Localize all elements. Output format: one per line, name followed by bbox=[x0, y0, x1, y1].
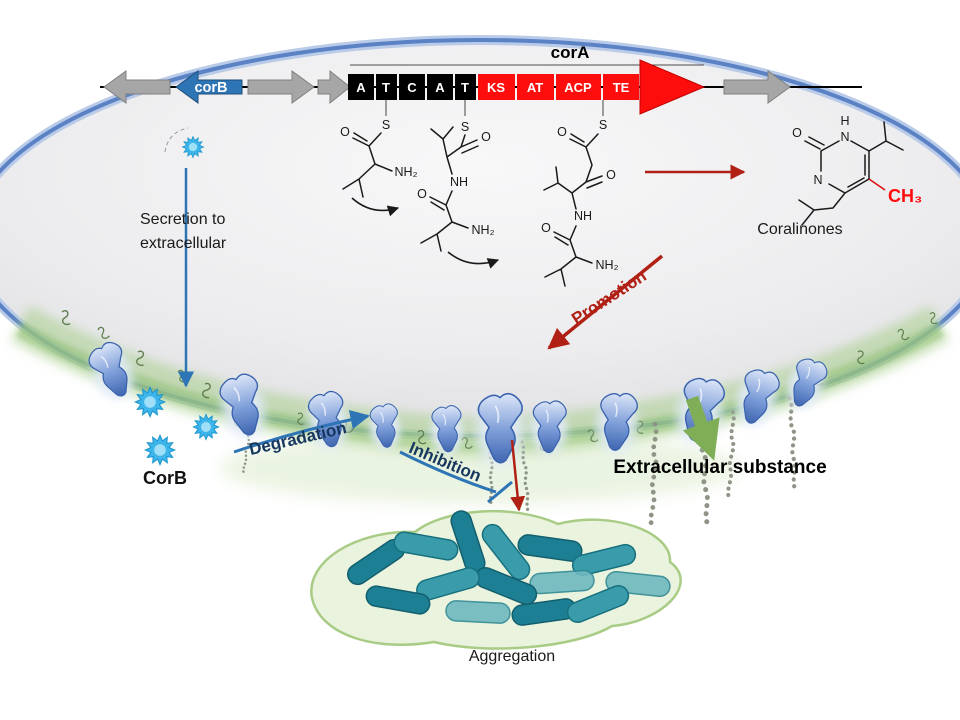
atom-NH: NH bbox=[574, 209, 592, 223]
gene-arrow-corB bbox=[175, 70, 243, 104]
bonds bbox=[420, 126, 479, 252]
gene-arrow-gray-right-2 bbox=[317, 69, 351, 105]
gene-arrow-gray-left bbox=[103, 70, 171, 104]
atom-N: N bbox=[840, 130, 849, 144]
domain-label-TE: TE bbox=[613, 80, 630, 95]
atom-S: S bbox=[461, 120, 469, 134]
domain-label-KS: KS bbox=[487, 80, 505, 95]
atom-S: S bbox=[382, 118, 390, 132]
bonds bbox=[798, 121, 904, 226]
domain-box-C bbox=[399, 74, 425, 100]
coralinones-label: Coralinones bbox=[757, 221, 842, 238]
membrane-protein bbox=[476, 394, 524, 466]
reaction-arrow-2 bbox=[447, 251, 500, 269]
extracellular-substance-label: Extracellular substance bbox=[613, 457, 826, 478]
aggregation-cluster: Aggregation bbox=[310, 510, 682, 665]
bacteria-rods bbox=[347, 510, 671, 626]
glycan-chain bbox=[727, 412, 736, 497]
atom-O: O bbox=[340, 125, 350, 139]
bacterium-rod bbox=[529, 569, 595, 595]
promotion-arrow bbox=[547, 254, 664, 350]
atom-N: N bbox=[813, 173, 822, 187]
intermediate-structure-1: S O NH₂ bbox=[340, 118, 418, 198]
gene-arrow-gray-right-3 bbox=[723, 70, 791, 104]
domain-box-AT bbox=[517, 74, 554, 100]
atom-S: S bbox=[599, 118, 607, 132]
methyl-group-label: CH₃ bbox=[888, 186, 922, 206]
domain-label-A1: A bbox=[356, 80, 366, 95]
domain-label-T1: T bbox=[382, 80, 390, 95]
bacterium-rod bbox=[517, 534, 583, 562]
atom-H: H bbox=[840, 114, 849, 128]
corb-protein-burst bbox=[144, 434, 176, 466]
corA-gene-label: corA bbox=[551, 43, 590, 62]
atom-O: O bbox=[792, 126, 802, 140]
atom-O: O bbox=[541, 221, 551, 235]
domain-label-T2: T bbox=[461, 80, 469, 95]
bonds bbox=[342, 132, 393, 198]
corb-label: CorB bbox=[143, 468, 187, 488]
atom-NH2: NH₂ bbox=[472, 223, 495, 237]
atom-O: O bbox=[417, 187, 427, 201]
gene-arrow-gray-right-1 bbox=[247, 70, 315, 104]
domain-box-ACP bbox=[556, 74, 601, 100]
atom-NH: NH bbox=[450, 175, 468, 189]
bacterium-rod bbox=[365, 585, 431, 615]
secretion-label-line1: Secretion to bbox=[140, 211, 225, 228]
domain-box-KS bbox=[478, 74, 515, 100]
atom-O: O bbox=[606, 168, 616, 182]
bacterium-rod bbox=[481, 523, 531, 581]
atom-O: O bbox=[481, 130, 491, 144]
secretion-label-line2: extracellular bbox=[140, 235, 227, 252]
extracellular-substance-annotation: Extracellular substance bbox=[613, 395, 827, 478]
bonds bbox=[543, 133, 603, 287]
domain-box-A1 bbox=[348, 74, 374, 100]
domain-label-C: C bbox=[407, 80, 417, 95]
bacterium-rod bbox=[566, 585, 630, 623]
inhibition-line bbox=[399, 450, 497, 494]
atom-NH2: NH₂ bbox=[395, 165, 418, 179]
domain-box-A2 bbox=[427, 74, 453, 100]
bacterium-rod bbox=[393, 531, 459, 561]
domain-label-ACP: ACP bbox=[564, 80, 592, 95]
intermediate-structure-3: S O O NH O NH₂ bbox=[541, 118, 619, 287]
aggregation-arrow bbox=[510, 439, 526, 512]
degradation-arrow bbox=[233, 409, 370, 454]
domain-box-T2 bbox=[455, 74, 476, 100]
atom-NH2: NH₂ bbox=[596, 258, 619, 272]
domain-box-TE bbox=[603, 74, 639, 100]
reaction-arrow-1 bbox=[351, 197, 400, 217]
coralinones-structure: H N N O CH₃ Coralinones bbox=[757, 114, 922, 238]
secretion-annotation: Secretion to extracellular CorB bbox=[134, 127, 227, 488]
domain-box-T1 bbox=[376, 74, 397, 100]
atom-O: O bbox=[557, 125, 567, 139]
extracellular-arrow bbox=[682, 395, 720, 461]
gene-cluster: corB corA A T C A T KS AT ACP TE bbox=[100, 43, 862, 116]
inhibition-bar bbox=[487, 480, 513, 504]
domain-label-AT: AT bbox=[527, 80, 543, 95]
corA-arrowhead bbox=[639, 59, 706, 115]
secretion-dashed-arc bbox=[164, 127, 189, 153]
domain-label-A2: A bbox=[435, 80, 445, 95]
intermediate-structure-2: S O NH O NH₂ bbox=[417, 120, 495, 252]
bacterium-rod bbox=[445, 600, 511, 624]
aggregation-label: Aggregation bbox=[469, 648, 555, 665]
bacterium-rod bbox=[571, 543, 637, 577]
methyl-bond bbox=[868, 178, 886, 191]
corB-gene-label: corB bbox=[194, 80, 227, 96]
